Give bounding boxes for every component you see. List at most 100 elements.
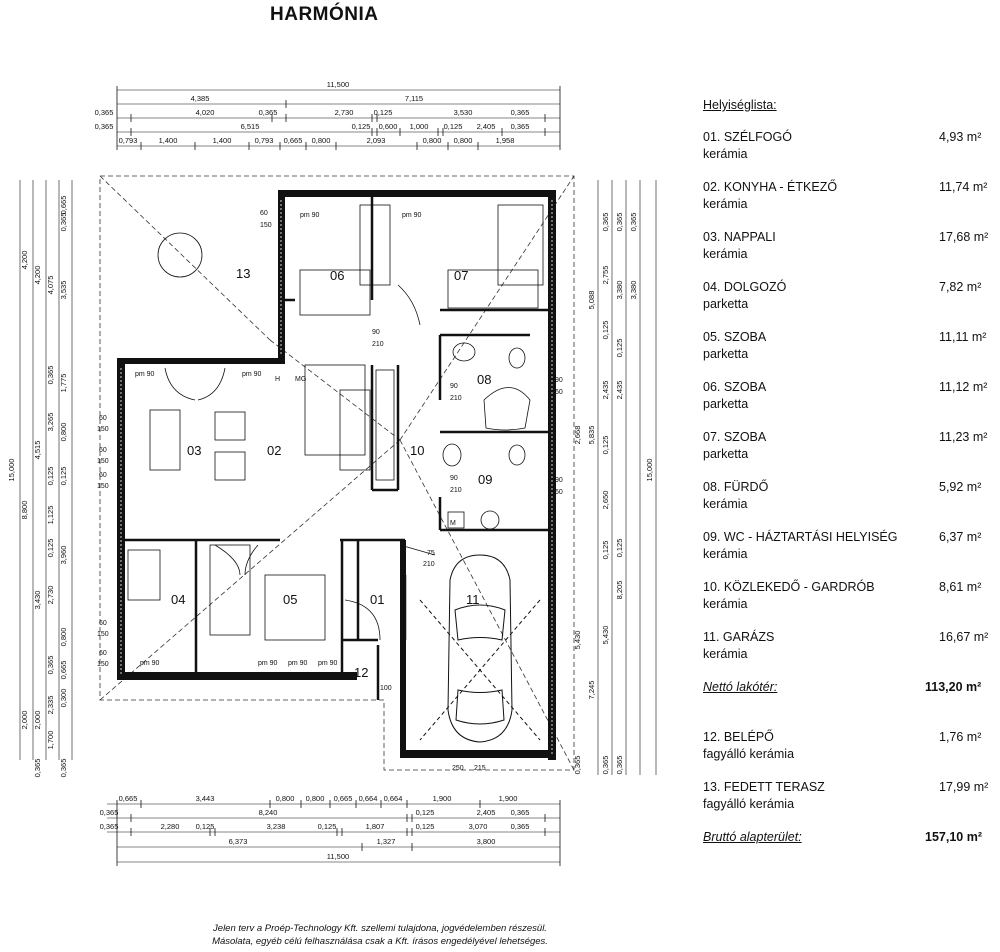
opening-label: pm 90 (242, 371, 262, 378)
room-name: 08. FÜRDŐ (703, 480, 769, 494)
dim-label: 0,125 (374, 108, 393, 117)
dim-label: 3,800 (477, 837, 496, 846)
dim-label: 0,365 (573, 756, 582, 775)
dim-label: 1,958 (496, 136, 515, 145)
opening-label: 60 (99, 447, 107, 454)
dim-label: 2,730 (46, 586, 55, 605)
opening-label: pm 90 (135, 371, 155, 378)
room-material: kerámia (703, 597, 748, 611)
room-area: 16,67 m² (939, 630, 989, 644)
dim-label: 2,755 (601, 266, 610, 285)
dim-label: 0,125 (444, 122, 463, 131)
dim-label: 0,125 (318, 822, 337, 831)
room-area: 4,93 m² (939, 130, 982, 144)
room-material: parketta (703, 347, 749, 361)
room-area: 6,37 m² (939, 530, 982, 544)
dim-label: 0,125 (196, 822, 215, 831)
dim-label: 15,000 (7, 459, 16, 482)
opening-label: 150 (97, 483, 109, 490)
room-area: 5,92 m² (939, 480, 982, 494)
dim-label: 0,365 (46, 366, 55, 385)
opening-label: 60 (555, 489, 563, 496)
dim-label: 3,535 (59, 281, 68, 300)
opening-label: 215 (474, 765, 486, 772)
opening-label: pm 90 (140, 660, 160, 667)
dim-label: 6,373 (229, 837, 248, 846)
room-material: kerámia (703, 247, 748, 261)
dim-label: 0,665 (284, 136, 303, 145)
right-dimension-lines (597, 180, 657, 775)
dim-label: 2,435 (601, 381, 610, 400)
room-list-heading: Helyiséglista: (703, 98, 777, 112)
opening-label: 90 (450, 383, 458, 390)
dim-label: 15,000 (645, 459, 654, 482)
left-dimension-lines (19, 180, 73, 760)
dim-label: 1,125 (46, 506, 55, 525)
room-material: kerámia (703, 547, 748, 561)
dim-label: 0,365 (59, 213, 68, 232)
dim-label: 2,093 (367, 136, 386, 145)
dim-label: 0,365 (601, 756, 610, 775)
dim-label: 0,665 (334, 794, 353, 803)
dim-label: 3,070 (469, 822, 488, 831)
dim-label: 0,600 (379, 122, 398, 131)
room-row: 08. FÜRDŐ kerámia 5,92 m² (703, 480, 998, 530)
room-row: 10. KÖZLEKEDŐ - GARDRÓB kerámia 8,61 m² (703, 580, 998, 630)
dim-label: 1,807 (366, 822, 385, 831)
room-name: 12. BELÉPŐ (703, 730, 774, 744)
room-name: 03. NAPPALI (703, 230, 776, 244)
right-dims: 0,365 2,755 0,125 2,435 0,125 2,650 0,12… (573, 213, 654, 775)
room-row: 09. WC - HÁZTARTÁSI HELYISÉG kerámia 6,3… (703, 530, 998, 580)
bottom-dims-row4: 6,373 1,327 3,800 (229, 837, 496, 846)
bottom-dims-row2: 0,365 8,240 0,125 2,405 0,365 (100, 808, 530, 817)
dim-label: 3,960 (59, 546, 68, 565)
dim-label: 3,430 (33, 591, 42, 610)
room-02: 02 (267, 443, 281, 458)
room-11: 11 (466, 592, 480, 607)
dim-label: 0,664 (359, 794, 378, 803)
room-area: 11,12 m² (939, 380, 988, 394)
opening-label: 60 (555, 389, 563, 396)
opening-label: 150 (97, 426, 109, 433)
dim-label: 1,775 (59, 374, 68, 393)
room-name: 07. SZOBA (703, 430, 767, 444)
dim-label: 0,125 (601, 321, 610, 340)
room-material: fagyálló kerámia (703, 747, 795, 761)
furniture (127, 204, 544, 641)
dim-label: 3,530 (454, 108, 473, 117)
dim-label: 8,800 (20, 501, 29, 520)
dim-label: 6,515 (241, 122, 260, 131)
room-row: 06. SZOBA parketta 11,12 m² (703, 380, 998, 430)
opening-label: 210 (450, 487, 462, 494)
dim-label: 2,000 (33, 711, 42, 730)
plan-title: HARMÓNIA (270, 4, 379, 25)
opening-label: H (275, 376, 280, 383)
opening-label: pm 90 (258, 660, 278, 667)
room-03: 03 (187, 443, 201, 458)
dim-label: 4,075 (46, 276, 55, 295)
room-row: 11. GARÁZS kerámia 16,67 m² (703, 630, 998, 680)
door-swings (164, 284, 436, 641)
room-material: parketta (703, 297, 749, 311)
terrace-table (157, 232, 203, 278)
opening-label: MG (295, 376, 306, 383)
dim-label: 1,000 (410, 122, 429, 131)
room-material: kerámia (703, 197, 748, 211)
gross-area-row: Bruttó alapterület: 157,10 m² (703, 830, 998, 880)
bottom-dimension-lines (107, 803, 560, 863)
net-area-row: Nettó lakótér: 113,20 m² (703, 680, 998, 730)
dim-label: 2,280 (161, 822, 180, 831)
gross-area-label: Bruttó alapterület: (703, 830, 802, 844)
room-row: 13. FEDETT TERASZ fagyálló kerámia 17,99… (703, 780, 998, 830)
room-name: 01. SZÉLFOGÓ (703, 130, 792, 144)
room-name: 06. SZOBA (703, 380, 767, 394)
room-07: 07 (454, 268, 468, 283)
opening-label: 90 (555, 477, 563, 484)
dim-label: 0,125 (59, 467, 68, 486)
room-04: 04 (171, 592, 185, 607)
room-row: 04. DOLGOZÓ parketta 7,82 m² (703, 280, 998, 330)
floor-plan: 11,500 4,385 7,115 0,365 4,020 0,365 2,7… (7, 80, 657, 866)
dim-label: 1,900 (433, 794, 452, 803)
room-10: 10 (410, 443, 424, 458)
roof-outline (99, 175, 575, 771)
